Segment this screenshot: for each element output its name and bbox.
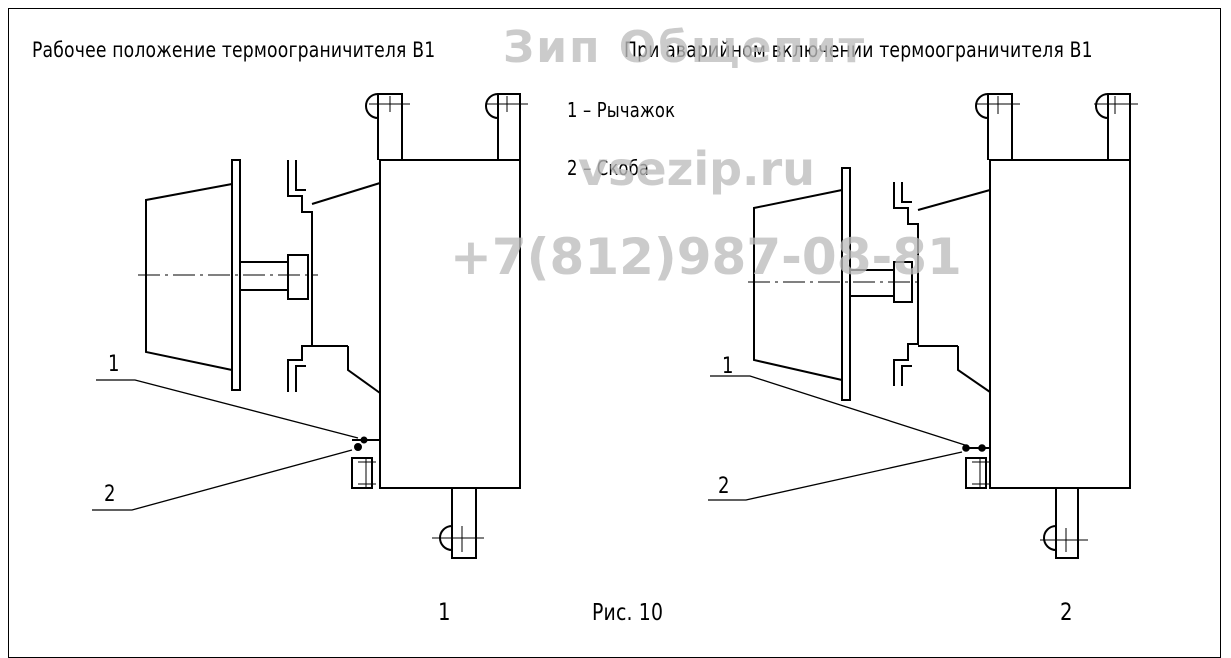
callout-1-right: 1 <box>722 354 734 379</box>
callout-1-left: 1 <box>108 352 120 377</box>
flange-right <box>893 182 919 386</box>
title-left: Рабочее положение термоограничителя В1 <box>32 38 436 62</box>
callout-2-left: 2 <box>104 482 116 507</box>
top-bracket-left-a <box>377 93 403 160</box>
watermark-brand: Зип Общепит <box>503 22 867 73</box>
watermark-site: vsezip.ru <box>578 142 815 196</box>
view-label-left: 1 <box>438 598 451 626</box>
title-right: При аварийном включении термоограничител… <box>624 38 1093 62</box>
knob-left <box>145 183 233 371</box>
watermark-phone: +7(812)987-08-81 <box>450 228 962 286</box>
figure-caption: Рис. 10 <box>592 600 664 626</box>
view-label-right: 2 <box>1060 598 1073 626</box>
nut-left <box>287 254 309 300</box>
flange-left <box>287 160 313 392</box>
housing-body-right <box>989 159 1131 489</box>
clip-left <box>351 457 373 489</box>
knob-right <box>753 189 843 381</box>
thermostat-right <box>708 93 1138 559</box>
housing-body-left <box>379 159 521 489</box>
clip-right <box>965 457 987 489</box>
technical-drawing <box>92 93 1138 559</box>
shaft-left <box>239 261 289 291</box>
top-bracket-left-b <box>497 93 521 160</box>
callout-2-right: 2 <box>718 474 730 499</box>
legend-item-2: 2 – Скоба <box>567 156 650 180</box>
thermostat-left <box>92 93 528 559</box>
bottom-bracket-left <box>451 488 477 559</box>
legend-item-1: 1 – Рычажок <box>567 98 676 122</box>
